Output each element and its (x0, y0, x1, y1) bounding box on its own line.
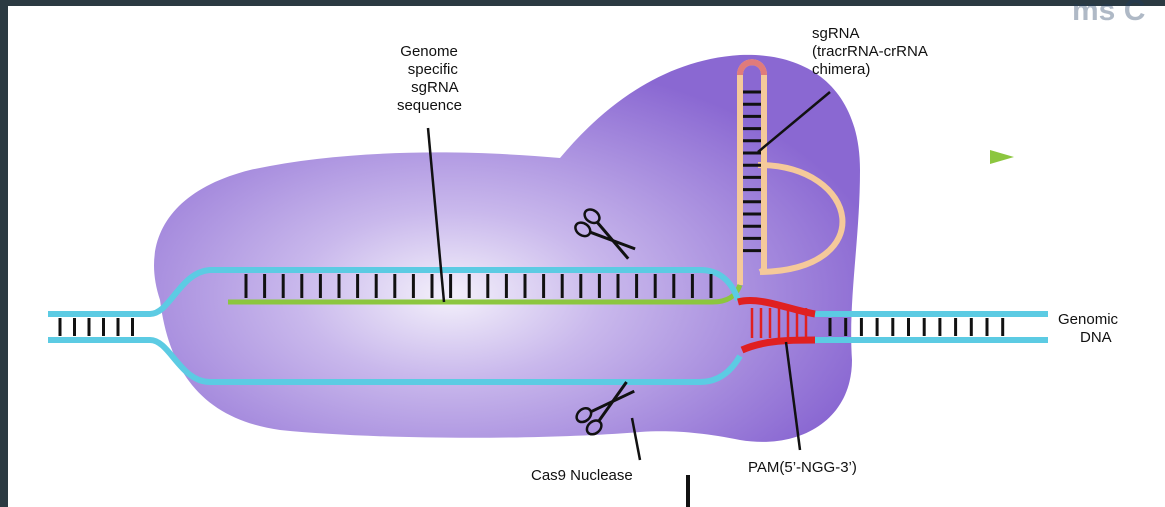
ghost-slide-line: from (1068, 351, 1165, 400)
cas9-nuclease-label: Cas9 Nuclease (531, 467, 633, 484)
pam-label: PAM(5’-NGG-3’) (748, 459, 857, 476)
ghost-slide-line: they (1068, 413, 1159, 462)
ghost-slide-line: incr (1068, 244, 1149, 293)
slide-heading-fragment: ms C (1072, 0, 1145, 27)
ghost-slide-line: chim (1068, 186, 1165, 235)
pam-base-pairs (752, 308, 806, 338)
ghost-slide-line: in (1080, 126, 1119, 175)
ghost-slide-line: prot (1068, 49, 1154, 98)
